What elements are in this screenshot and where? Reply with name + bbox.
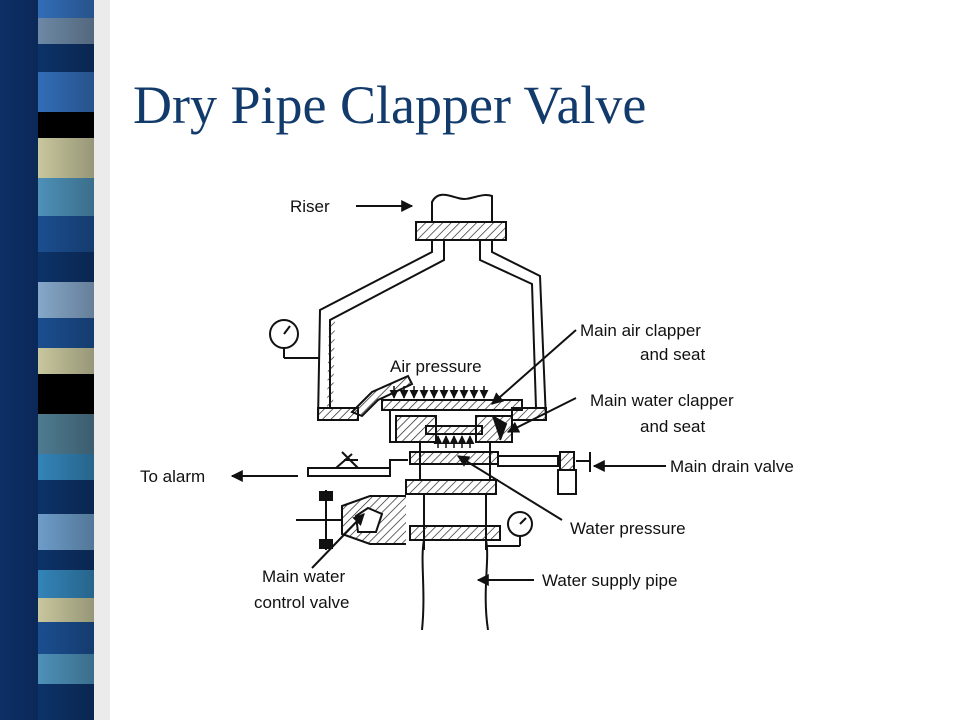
arrow-water-pressure <box>456 455 563 521</box>
label-main-water-control-line1: Main water <box>262 567 345 586</box>
arrow-main-air-clapper <box>491 329 577 405</box>
main-air-clapper <box>350 374 523 418</box>
valve-upper-body <box>316 240 548 421</box>
alarm-line <box>307 451 408 477</box>
valve-lower-body <box>405 451 501 630</box>
label-riser: Riser <box>290 197 330 216</box>
label-air-pressure: Air pressure <box>390 357 482 376</box>
bottom-pressure-gauge <box>486 511 533 547</box>
label-main-water-clapper-line2: and seat <box>640 417 705 436</box>
leader-arrows <box>230 200 666 586</box>
label-main-water-clapper-line1: Main water clapper <box>590 391 734 410</box>
top-pressure-gauge <box>269 319 320 359</box>
label-water-supply-pipe: Water supply pipe <box>542 571 677 590</box>
intermediate-chamber <box>389 410 513 480</box>
arrow-main-water-clapper <box>506 397 577 433</box>
main-water-clapper <box>425 425 483 448</box>
label-main-drain-valve: Main drain valve <box>670 457 794 476</box>
arrow-main-water-control <box>311 513 365 569</box>
decorative-side-band <box>0 0 110 720</box>
label-main-air-clapper-line1: Main air clapper <box>580 321 701 340</box>
label-water-pressure: Water pressure <box>570 519 686 538</box>
label-main-water-control-line2: control valve <box>254 593 349 612</box>
label-main-air-clapper-line2: and seat <box>640 345 705 364</box>
slide-title: Dry Pipe Clapper Valve <box>133 75 647 135</box>
main-water-control-valve <box>296 490 406 550</box>
label-to-alarm: To alarm <box>140 467 205 486</box>
drain-valve-assembly <box>497 451 591 495</box>
clapper-valve-diagram: Riser Air pressure Main air clapper and … <box>140 193 794 630</box>
riser-pipe <box>415 193 507 241</box>
